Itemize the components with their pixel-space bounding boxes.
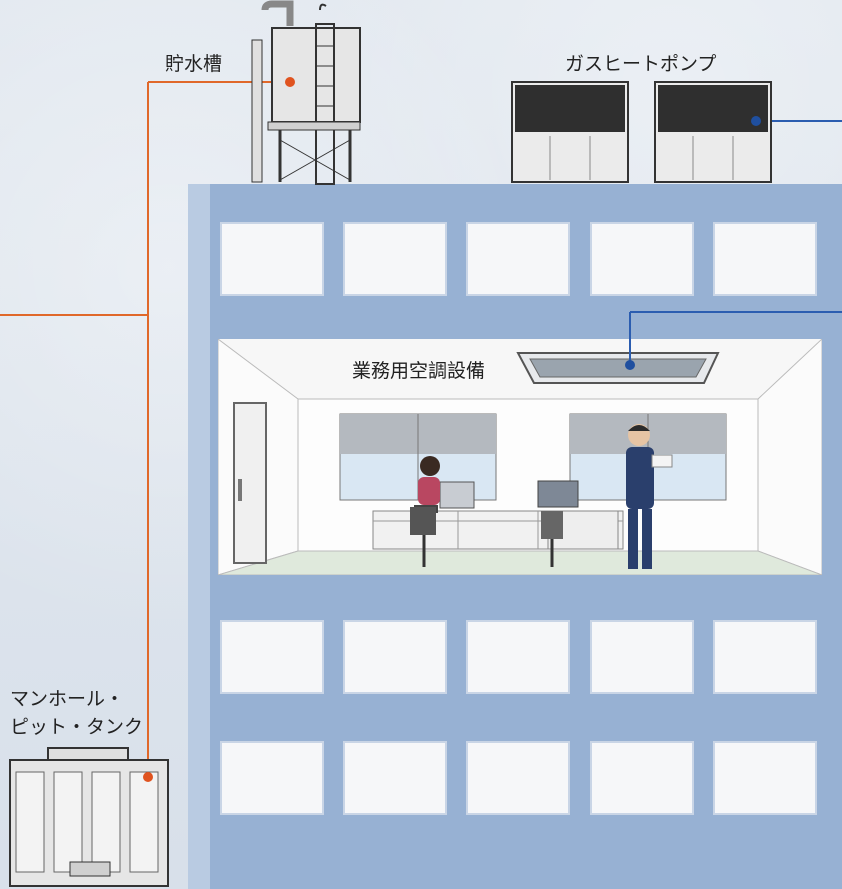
businessman-icon [626,424,673,569]
gas-heat-pump-icon [654,81,772,183]
window [220,620,324,694]
manhole-label-line2: ピット・タンク [10,716,144,738]
manhole-label-line1: マンホール・ [10,688,125,710]
window [590,222,694,296]
window [466,620,570,694]
office-room [218,339,822,575]
office-interior [218,339,822,575]
window [343,741,447,815]
window [713,741,817,815]
window [713,222,817,296]
door-icon [233,402,267,564]
window [466,741,570,815]
window [220,222,324,296]
marker-dot [751,116,761,126]
office-worker-icon [410,456,440,567]
marker-dot [143,772,153,782]
water-tank-label: 貯水槽 [165,53,223,75]
marker-dot [285,77,295,87]
window [590,741,694,815]
ceiling-ac-icon [516,352,720,384]
window [713,620,817,694]
window [343,620,447,694]
gas-heat-pump-icon [511,81,629,183]
window [343,222,447,296]
monitor-icon [537,480,579,508]
commercial-ac-label: 業務用空調設備 [352,360,486,382]
water-connection-line [0,81,290,776]
gas-heat-pump-label: ガスヒートポンプ [565,53,717,75]
window [220,741,324,815]
marker-dot [625,360,635,370]
water-tank-icon [251,0,361,185]
window [466,222,570,296]
underground-tank-icon [9,747,169,887]
window [590,620,694,694]
chair-icon [541,511,563,567]
